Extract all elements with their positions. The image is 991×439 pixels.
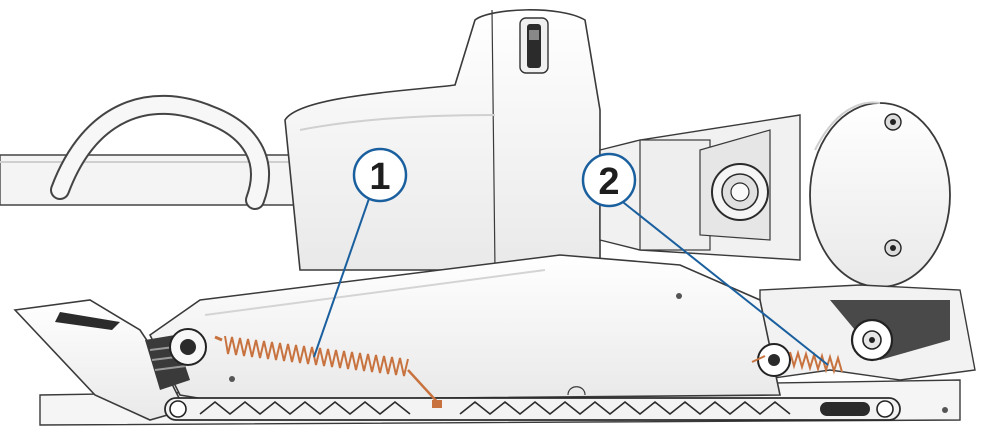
head-assembly — [599, 101, 951, 288]
callout-2: 2 — [581, 152, 637, 208]
motor-housing — [284, 9, 601, 271]
callout-1-label: 1 — [369, 156, 390, 198]
spring-2 — [751, 343, 843, 377]
motor-cap — [809, 102, 951, 288]
release-foot — [13, 299, 207, 421]
side-plate — [148, 254, 781, 401]
pivot-bracket — [759, 284, 976, 381]
linkage-bar — [164, 397, 901, 421]
callout-2-leader — [613, 194, 829, 366]
callout-1-leader — [313, 189, 373, 358]
callout-1: 1 — [352, 147, 408, 203]
callout-2-label: 2 — [598, 161, 619, 203]
cable — [50, 94, 270, 210]
spring-1 — [214, 335, 442, 408]
